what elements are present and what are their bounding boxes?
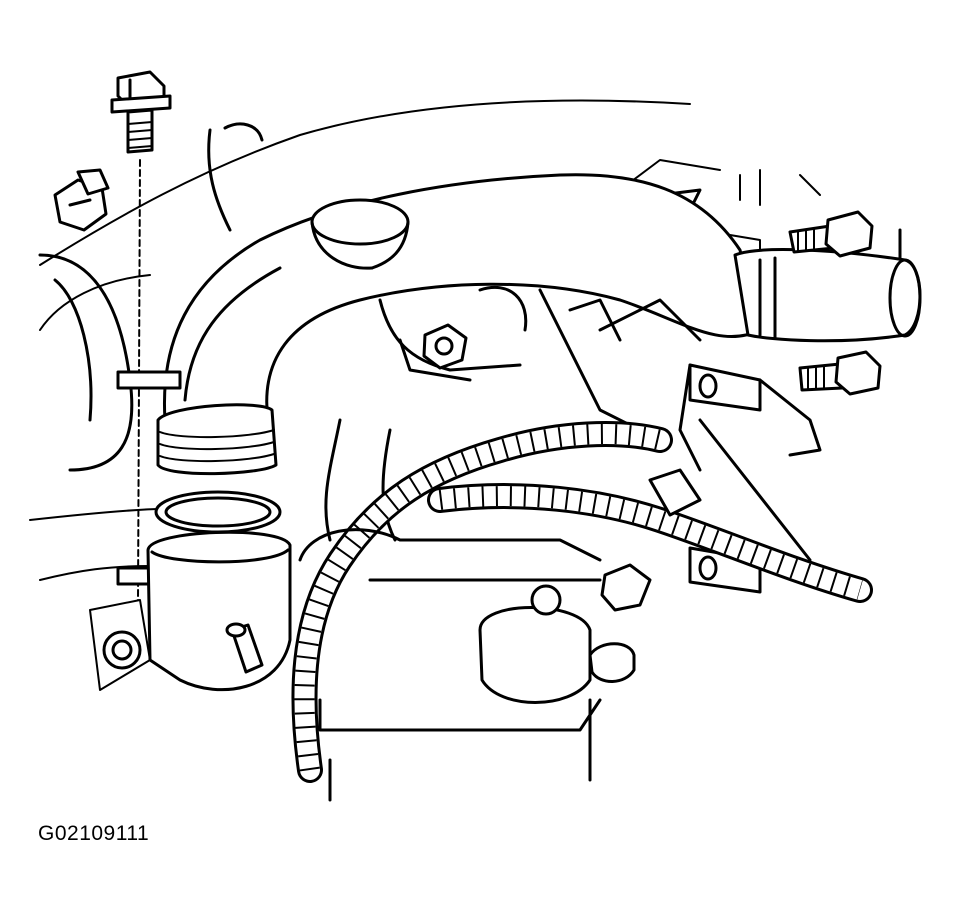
figure-code: G02109111 (38, 822, 150, 845)
coolant-pipe-icon (162, 173, 922, 422)
wiring-harness-icon (291, 421, 873, 783)
nut-icon (53, 168, 110, 232)
lower-block-icon (298, 528, 652, 802)
bolt-icon (788, 210, 874, 258)
nut-icon (422, 323, 468, 370)
bolt-icon (110, 70, 172, 601)
o-ring-icon (154, 490, 282, 534)
thermostat-housing-icon (89, 530, 292, 692)
wire-clip-icon (648, 468, 702, 517)
bolt-icon (798, 350, 882, 396)
manifold-icon (324, 285, 702, 542)
pipe-end-icon (156, 403, 278, 476)
